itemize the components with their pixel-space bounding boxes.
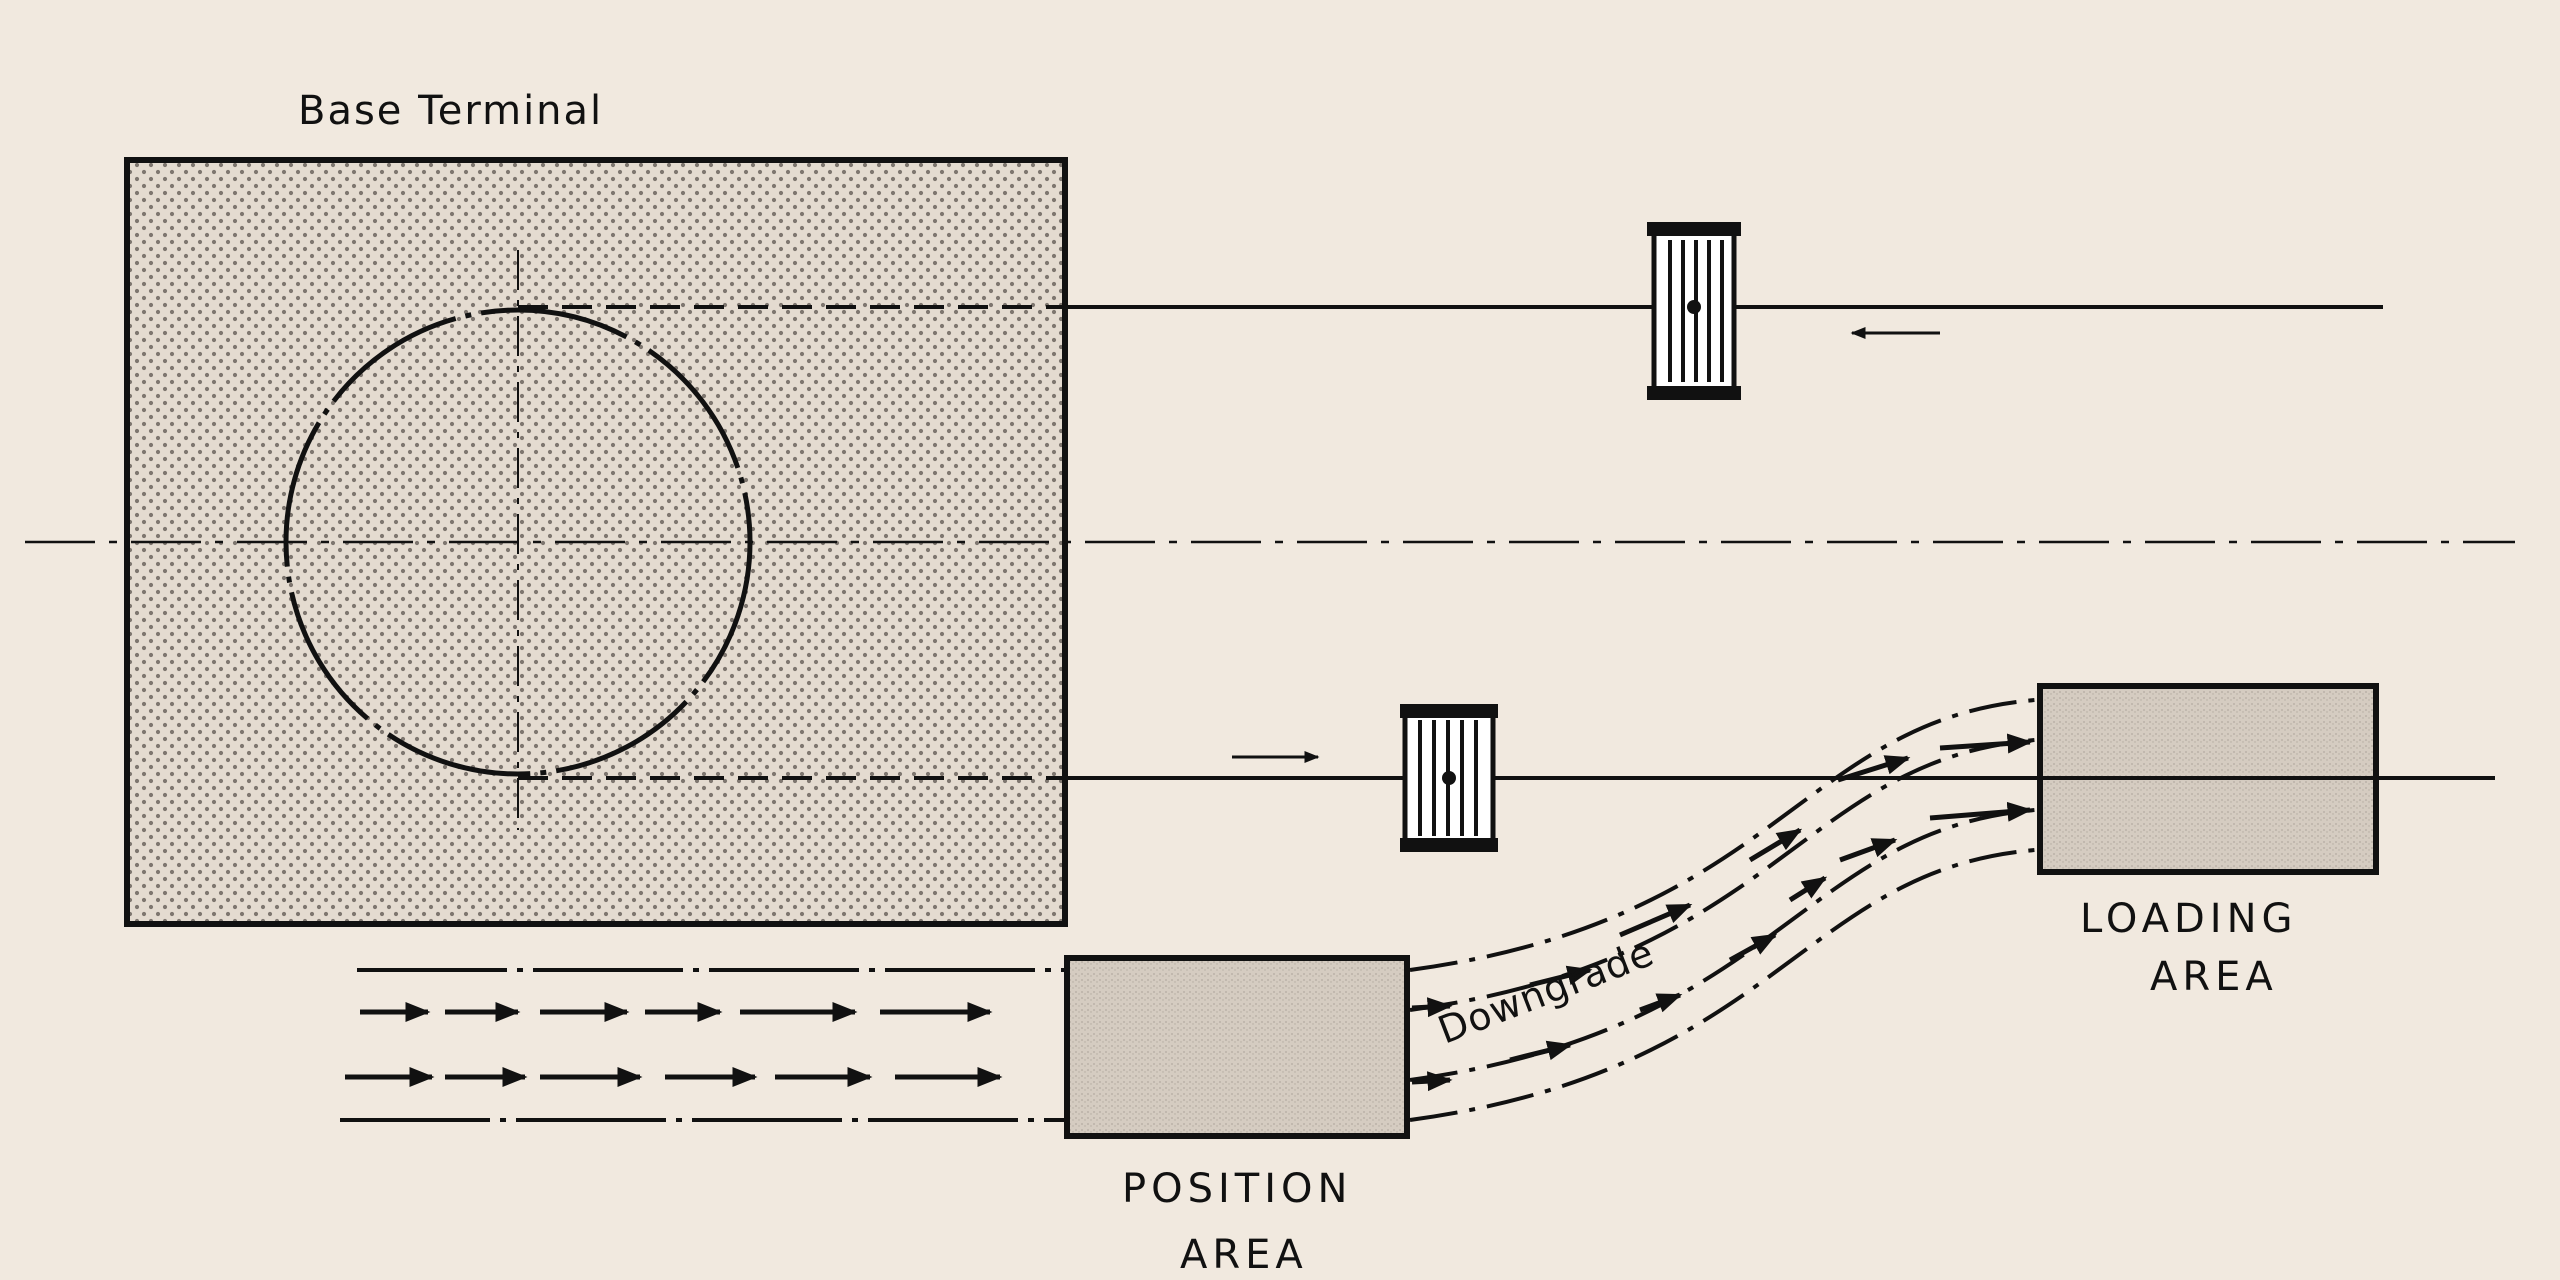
position-area-label-line1: POSITION: [1122, 1166, 1353, 1212]
upper-vehicle: [1647, 222, 1741, 400]
downgrade-lanes: [1409, 698, 2036, 1122]
loading-area-box: [2037, 683, 2379, 875]
loading-area-label-line1: LOADING: [2080, 896, 2298, 942]
loading-area-label-line2: AREA: [2150, 954, 2278, 1000]
incoming-lanes: [340, 968, 1065, 1122]
base-terminal-label: Base Terminal: [298, 88, 604, 134]
position-area-label-line2: AREA: [1180, 1232, 1308, 1278]
position-area-box: [1064, 955, 1410, 1139]
lower-vehicle: [1400, 704, 1498, 852]
